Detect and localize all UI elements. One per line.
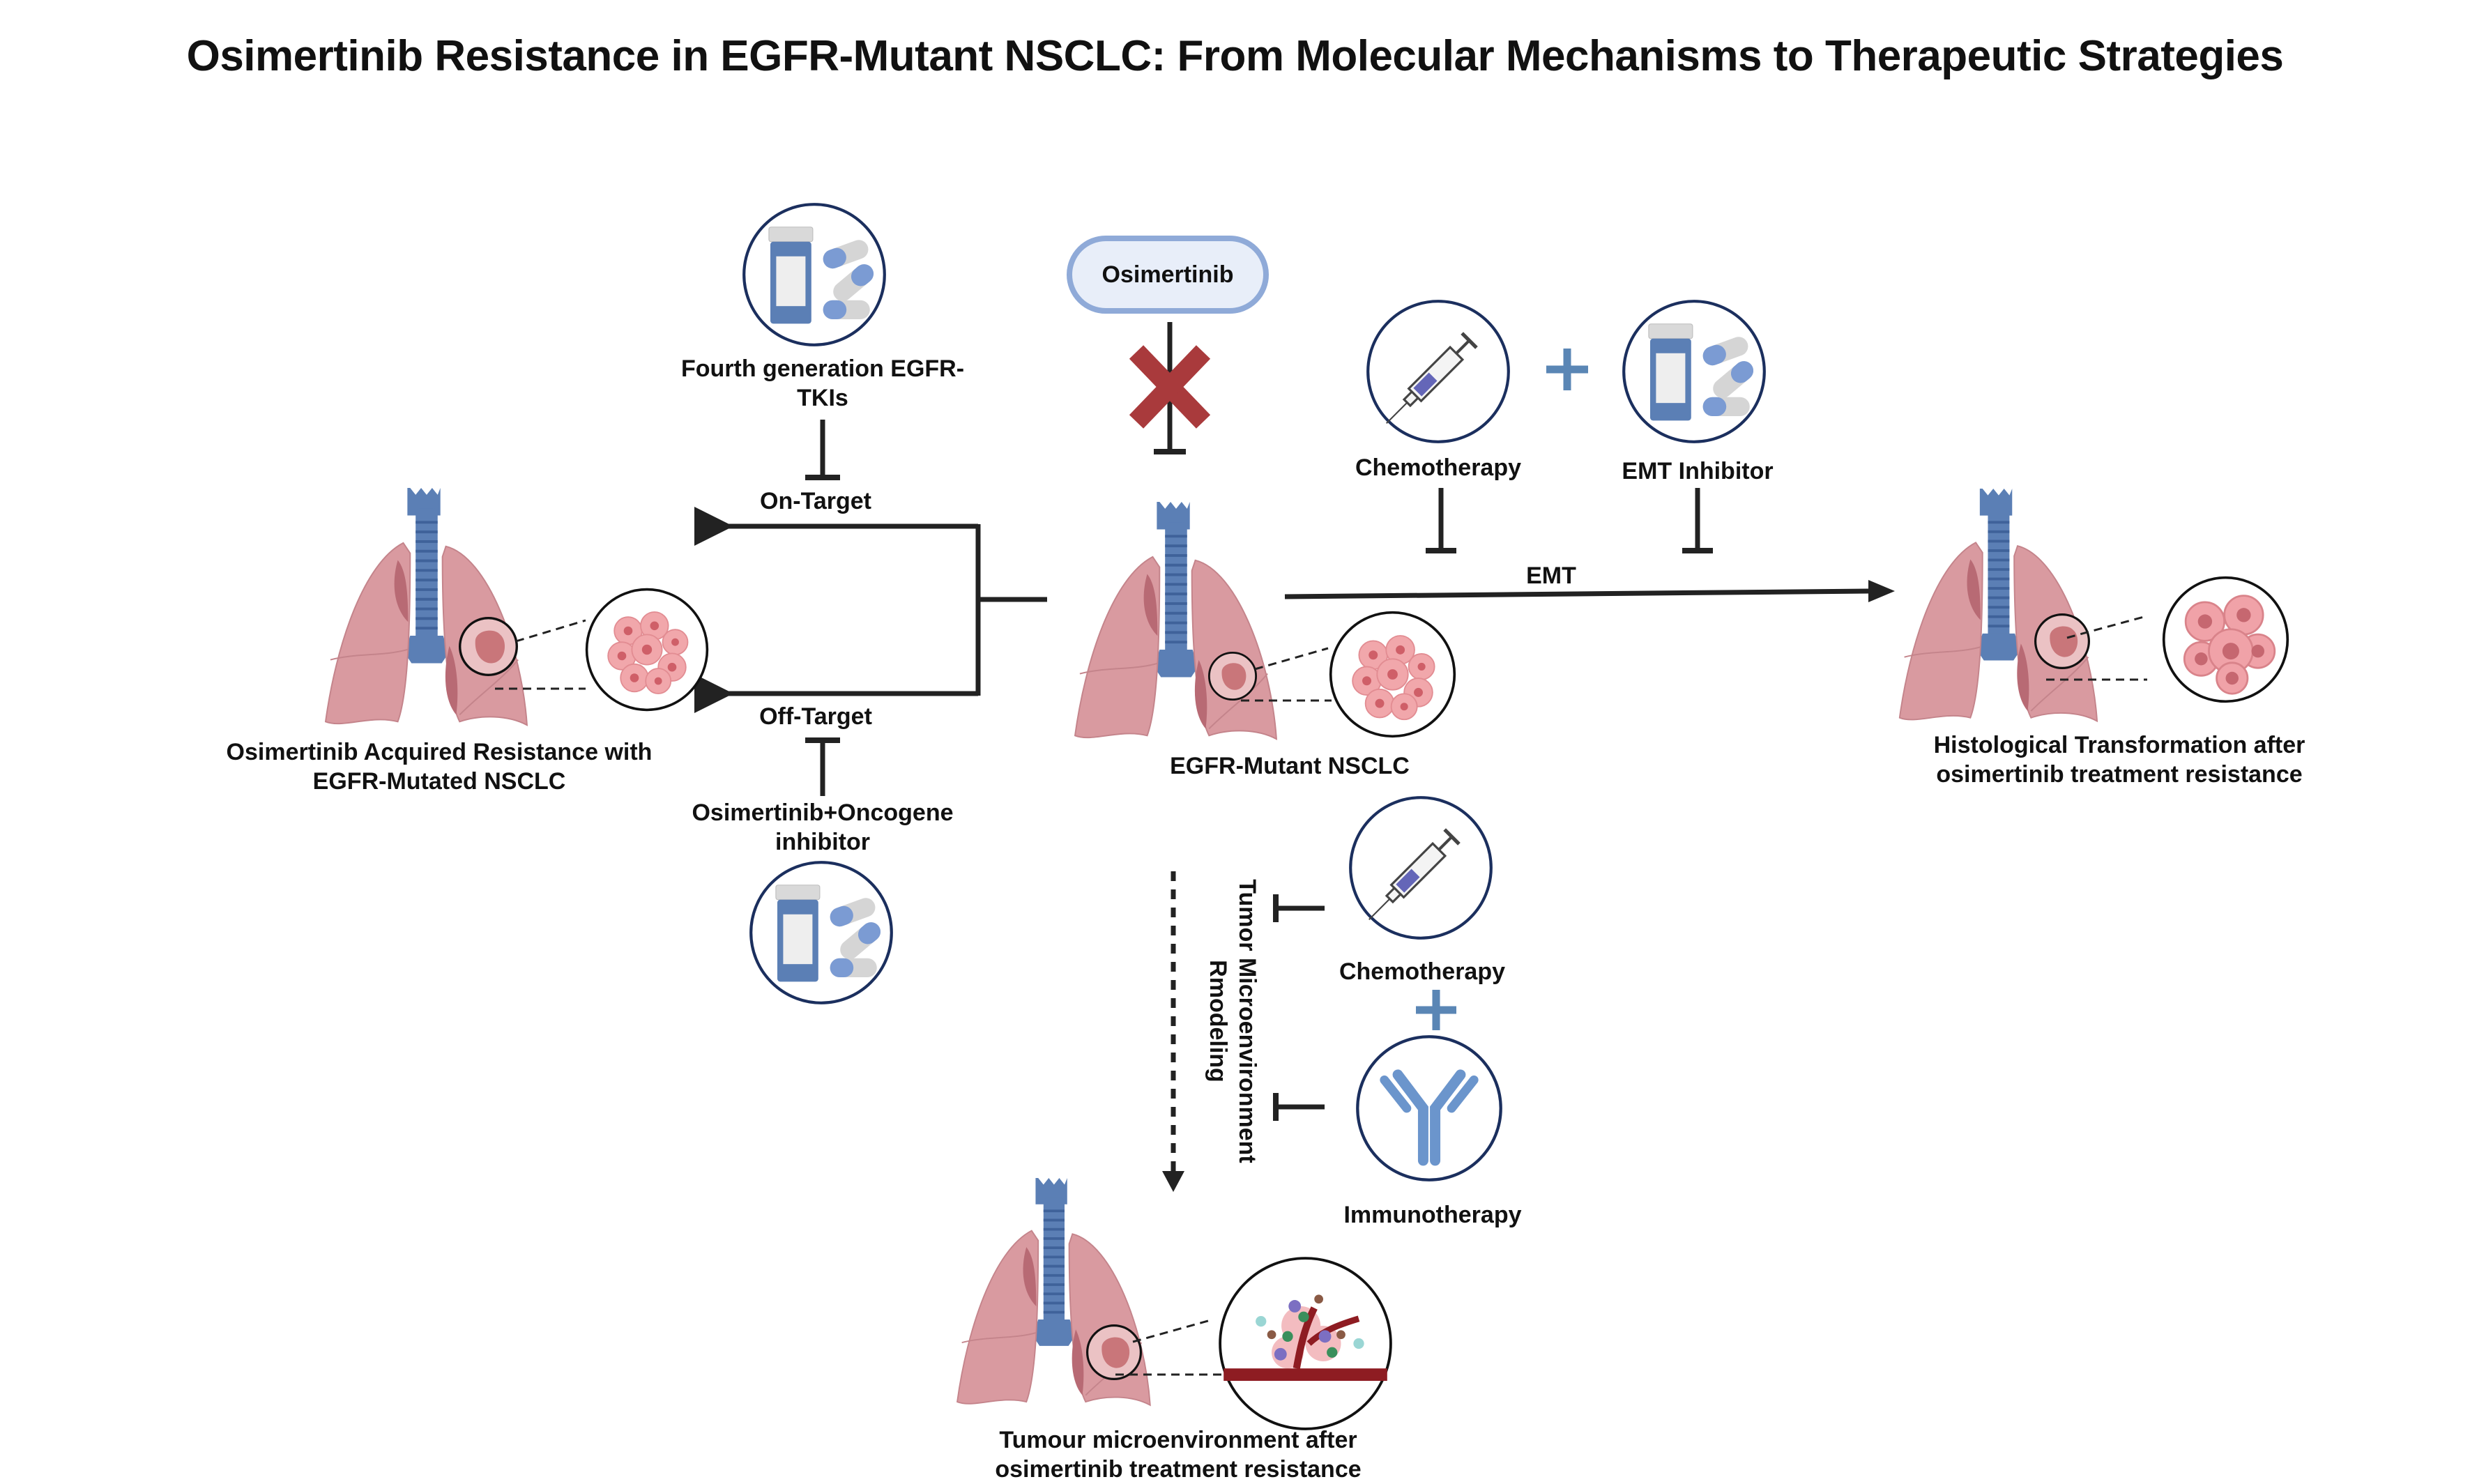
histological-transformation-label: Histological Transformation after osimer…	[1875, 730, 2363, 789]
oncogene-inhibitor-label-line2: inhibitor	[775, 829, 870, 855]
acquired-resistance-label-line1: Osimertinib Acquired Resistance with	[226, 739, 653, 765]
tumor-cells-zoom-left	[585, 588, 709, 712]
chemotherapy-syringe-icon-top	[1368, 301, 1509, 442]
off-target-label: Off-Target	[759, 703, 872, 730]
zoom-line-center-top	[1254, 647, 1329, 671]
tme-remodeling-label-line2: Rmodeling	[1205, 960, 1231, 1083]
osimertinib-drug-box: Osimertinib	[1067, 236, 1269, 314]
acquired-resistance-label: Osimertinib Acquired Resistance with EGF…	[195, 737, 683, 796]
on-target-label: On-Target	[760, 488, 871, 514]
tumor-icon-bottom	[1086, 1324, 1142, 1380]
emt-arrow-label: EMT	[1526, 563, 1576, 589]
tumor-icon-center	[1208, 652, 1257, 701]
emt-arrow-head	[1868, 580, 1895, 602]
plus-icon-top	[1546, 349, 1588, 390]
chemotherapy-label-top: Chemotherapy	[1355, 454, 1522, 481]
blocked-x-icon	[1129, 345, 1211, 429]
plus-icon-bottom	[1416, 990, 1456, 1030]
tumor-icon-right	[2034, 613, 2090, 669]
figure-title: Osimertinib Resistance in EGFR-Mutant NS…	[186, 32, 2284, 80]
emt-inhibitor-drug-icon	[1624, 301, 1764, 442]
oncogene-inhibitor-label-line1: Osimertinib+Oncogene	[692, 800, 954, 826]
acquired-resistance-label-line2: EGFR-Mutated NSCLC	[312, 768, 566, 795]
zoom-line-left-top	[515, 619, 586, 643]
oncogene-inhibitor-label: Osimertinib+Oncogene inhibitor	[648, 798, 997, 857]
oncogene-inhibitor-drug-icon	[751, 862, 892, 1003]
fourth-gen-tki-label: Fourth generation EGFR- TKIs	[648, 354, 997, 413]
lung-histological-icon	[1898, 488, 2098, 723]
tme-dashed-arrow-head	[1162, 1171, 1184, 1192]
transformed-cells-zoom-right	[2162, 576, 2289, 703]
fourth-gen-tki-label-line2: TKIs	[797, 385, 848, 411]
tme-remodeling-label: Tumor Microenvironment Rmodeling	[1192, 868, 1262, 1175]
emt-inhibitor-label: EMT Inhibitor	[1622, 458, 1774, 484]
emt-arrow-line	[1284, 588, 1869, 599]
histological-transformation-label-line1: Histological Transformation after	[1933, 732, 2305, 758]
tme-remodeling-label-line1: Tumor Microenvironment	[1234, 879, 1260, 1163]
chemotherapy-syringe-icon-bottom	[1350, 797, 1491, 938]
tumor-microenvironment-zoom	[1220, 1258, 1391, 1429]
immunotherapy-label: Immunotherapy	[1343, 1202, 1522, 1228]
lung-egfr-mutant-icon	[1074, 502, 1278, 741]
zoom-line-bottom-top	[1132, 1318, 1214, 1343]
tumour-microenvironment-label-line2: osimertinib treatment resistance	[995, 1456, 1362, 1483]
egfr-mutant-nsclc-label: EGFR-Mutant NSCLC	[1170, 753, 1410, 779]
tumour-microenvironment-label-line1: Tumour microenvironment after	[999, 1427, 1357, 1453]
histological-transformation-label-line2: osimertinib treatment resistance	[1936, 761, 2303, 788]
antibody-immunotherapy-icon	[1357, 1036, 1500, 1179]
tumor-cells-zoom-center	[1329, 611, 1456, 738]
fourth-gen-tki-label-line1: Fourth generation EGFR-	[680, 355, 965, 382]
tumour-microenvironment-label: Tumour microenvironment after osimertini…	[934, 1425, 1422, 1484]
chemotherapy-label-bottom: Chemotherapy	[1339, 958, 1506, 985]
tumor-icon-left	[459, 617, 518, 676]
fourth-gen-tki-drug-icon	[744, 204, 885, 345]
